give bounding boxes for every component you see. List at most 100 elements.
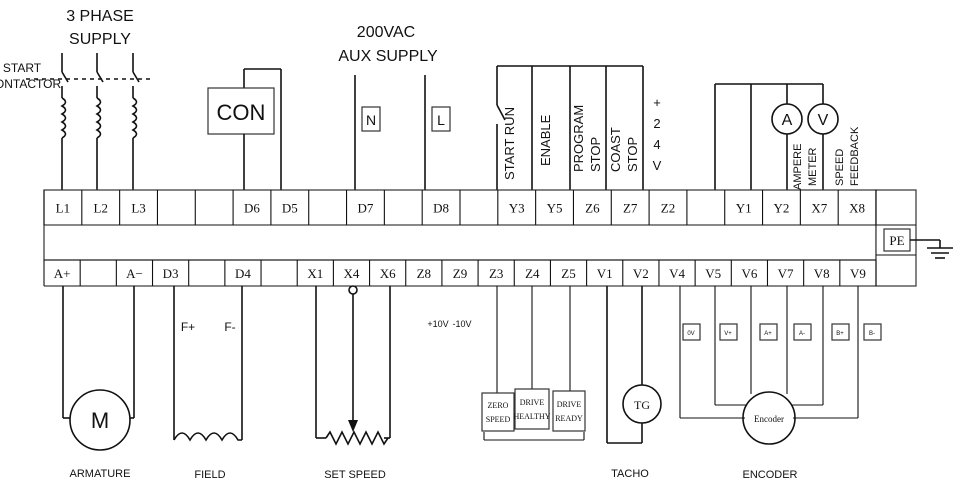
aux-supply-line1: 200VAC — [357, 24, 415, 41]
zero-speed-label-2: SPEED — [486, 415, 511, 424]
neutral-label: N — [366, 112, 376, 128]
coast-stop-label-1: COAST — [608, 127, 623, 172]
program-stop-label-1: PROGRAM — [571, 105, 586, 172]
encoder-bplus-label: B+ — [836, 331, 844, 337]
terminal-label: L2 — [94, 201, 108, 216]
field-winding: F+ F- — [173, 286, 243, 442]
encoder-symbol: Encoder — [754, 414, 784, 424]
terminal-label: Z7 — [623, 201, 638, 216]
resistor-icon — [325, 430, 389, 446]
ampere-meter-label-1: AMPERE — [792, 144, 804, 190]
encoder-wiring: 0V V+ A+ A- B+ B- Encoder — [679, 286, 882, 445]
terminal-label: D7 — [358, 201, 374, 216]
armature-caption: ARMATURE — [70, 468, 131, 480]
line-label: L — [437, 112, 445, 128]
plus-24v-char-3: 4 — [653, 137, 660, 152]
terminal-label: V8 — [814, 266, 830, 281]
terminal-label: L3 — [131, 201, 145, 216]
pe-label: PE — [889, 233, 904, 248]
ampere-meter-label-2: METER — [807, 147, 819, 186]
zero-speed-label-1: ZERO — [488, 401, 509, 410]
terminal-label: X8 — [849, 201, 865, 216]
motor-symbol: M — [91, 408, 109, 433]
terminal-label: Z6 — [585, 201, 600, 216]
encoder-caption: ENCODER — [742, 469, 797, 481]
encoder-aminus-label: A- — [799, 331, 805, 337]
control-inputs: START RUN ENABLE PROGRAM STOP COAST STOP… — [496, 65, 662, 190]
aux-supply: N L — [354, 75, 451, 190]
terminal-label: V5 — [705, 266, 721, 281]
terminal-label: A+ — [54, 266, 71, 281]
voltmeter-symbol: V — [818, 112, 829, 129]
drive-healthy-label-2: HEALTHY — [513, 412, 550, 421]
terminal-label: V4 — [669, 266, 685, 281]
drive-ready-label-2: READY — [555, 414, 583, 423]
con-label: CON — [217, 100, 266, 125]
con-contactor: CON — [207, 68, 282, 190]
terminal-label: X7 — [811, 201, 827, 216]
terminal-label: Z5 — [561, 266, 575, 281]
terminal-label: Z3 — [489, 266, 503, 281]
set-speed-potentiometer — [315, 285, 391, 446]
plus-10v-label: +10V — [427, 319, 448, 329]
tacho-symbol: TG — [634, 398, 650, 412]
start-contactor-line2: ONTACTOR — [0, 77, 61, 91]
encoder-aplus-label: A+ — [764, 331, 772, 337]
terminal-label: D4 — [235, 266, 251, 281]
tacho-icon — [622, 384, 662, 424]
terminal-label: Y2 — [774, 201, 790, 216]
terminal-label: Y1 — [736, 201, 752, 216]
supply-label-line2: SUPPLY — [69, 31, 131, 48]
aux-supply-line2: AUX SUPPLY — [338, 48, 438, 65]
set-speed-caption: SET SPEED — [324, 469, 386, 481]
terminal-label: Y3 — [509, 201, 525, 216]
terminal-label: V2 — [633, 266, 649, 281]
field-plus-label: F+ — [181, 320, 195, 334]
terminal-label: A− — [126, 266, 143, 281]
terminal-label: Z4 — [525, 266, 540, 281]
start-run-label: START RUN — [502, 107, 517, 180]
minus-10v-label: -10V — [452, 319, 471, 329]
encoder-bminus-label: B- — [869, 331, 875, 337]
enable-label: ENABLE — [538, 114, 553, 166]
terminal-label: V1 — [597, 266, 613, 281]
drive-ready-label-1: DRIVE — [557, 400, 582, 409]
ammeter-symbol: A — [782, 112, 793, 129]
encoder-0v-label: 0V — [687, 331, 694, 337]
tacho-caption: TACHO — [611, 468, 649, 480]
terminal-label: V6 — [741, 266, 757, 281]
encoder-icon — [742, 391, 796, 445]
speed-feedback-label-2: FEEDBACK — [849, 126, 861, 186]
bottom-terminal-strip: A+ A− D3 D4 X1 X4 X6 Z8 Z9 Z3 Z4 Z5 V1 V2 V4 V5 V6 V7 V8 V9 — [43, 260, 877, 286]
coast-stop-label-2: STOP — [625, 137, 640, 172]
motor-icon — [69, 389, 131, 451]
supply-label-line1: 3 PHASE — [66, 8, 134, 25]
terminal-label: D5 — [282, 201, 298, 216]
terminal-label: Z9 — [453, 266, 467, 281]
program-stop-label-2: STOP — [588, 137, 603, 172]
field-minus-label: F- — [224, 320, 235, 334]
meters: A V AMPERE METER SPEED FEEDBACK — [714, 83, 861, 190]
terminal-label: D3 — [163, 266, 179, 281]
terminal-label: D8 — [433, 201, 449, 216]
field-coil-icon — [173, 432, 242, 442]
plus-24v-char-2: 2 — [653, 116, 660, 131]
terminal-label: V7 — [778, 266, 794, 281]
terminal-label: Z2 — [661, 201, 675, 216]
terminal-label: X4 — [344, 266, 360, 281]
speed-feedback-label-1: SPEED — [834, 149, 846, 186]
tacho-generator: TG — [606, 286, 662, 444]
plus-24v-char-4: V — [653, 158, 662, 173]
three-phase-contactor — [26, 53, 150, 190]
relay-outputs: ZERO SPEED DRIVE HEALTHY DRIVE READY — [481, 286, 586, 441]
drive-healthy-label-1: DRIVE — [520, 398, 545, 407]
terminal-label: V9 — [850, 266, 866, 281]
terminal-label: X6 — [380, 266, 396, 281]
field-caption: FIELD — [194, 469, 225, 481]
terminal-label: Y5 — [547, 201, 563, 216]
terminal-label: Z8 — [417, 266, 431, 281]
terminal-label: X1 — [307, 266, 323, 281]
terminal-label: D6 — [244, 201, 260, 216]
